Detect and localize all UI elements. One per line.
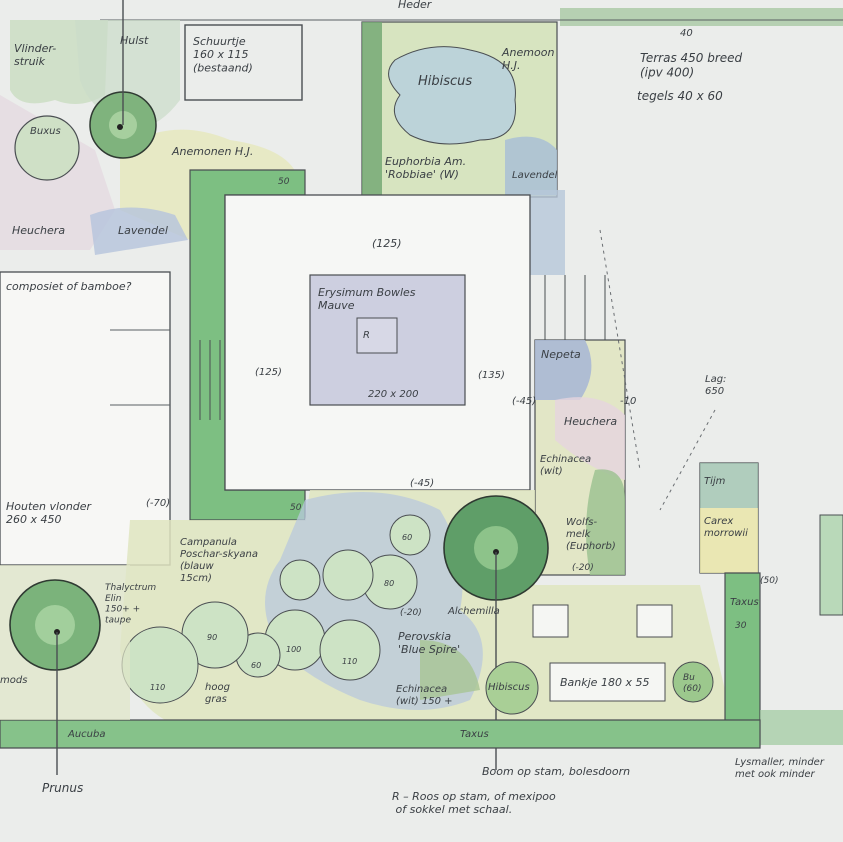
label-110-b: 110 (342, 657, 357, 666)
label-composiet: composiet of bamboe? (6, 280, 132, 293)
label-lavendel-left: Lavendel (118, 224, 168, 237)
label-dim-50-right: (50) (760, 576, 778, 586)
buxus-circle (14, 115, 80, 181)
label-dim-225: 220 x 200 (368, 389, 418, 400)
label-60-top: 60 (402, 533, 412, 542)
label-dim-125-top: (125) (372, 237, 402, 250)
label-lavendel-right: Lavendel (512, 170, 558, 181)
label-echinacea-low: Echinacea(wit) 150 + (396, 684, 453, 707)
label-heuchera-left: Heuchera (12, 224, 65, 237)
top-hedge-strip (560, 8, 843, 26)
label-wolfsmelk: Wolfs-melk(Euphorb) (566, 517, 616, 552)
hibiscus-low (485, 661, 539, 715)
label-dim-125-left: (125) (255, 367, 282, 378)
label-80: 80 (384, 579, 394, 588)
bed-lavendel-left (90, 207, 188, 255)
label-aucuba: Aucuba (67, 729, 106, 740)
wooden-deck (0, 271, 171, 566)
r-marker-box (356, 317, 398, 354)
label-alchemilla: Alchemilla (447, 606, 500, 617)
label-anemonen-left: Anemonen H.J. (171, 145, 253, 158)
buxus-small (672, 661, 714, 703)
steps-left (189, 340, 221, 420)
label-tegels: tegels 40 x 60 (637, 89, 723, 103)
label-perovskia: Perovskia'Blue Spire' (398, 630, 460, 656)
tile-left (532, 604, 569, 638)
label-taxus-bottom: Taxus (460, 729, 489, 740)
label-dim-10: -10 (620, 396, 636, 407)
label-nepeta: Nepeta (541, 348, 581, 361)
label-30: 30 (735, 621, 747, 631)
label-dim-45-b: (-45) (410, 478, 434, 489)
label-90: 90 (207, 633, 217, 642)
tile-right (636, 604, 673, 638)
label-mods: mods (0, 675, 27, 686)
label-bu: Bu(60) (683, 673, 701, 694)
label-vlinderstruik: Vlinder-struik (14, 42, 56, 68)
taxus-hedge-bottom (0, 719, 761, 749)
label-lag: Lag:650 (705, 374, 726, 397)
label-100: 100 (286, 645, 301, 654)
hibiscus-shrub (388, 46, 517, 145)
label-bankje: Bankje 180 x 55 (560, 676, 649, 689)
label-dim-45: (-45) (512, 396, 536, 407)
label-50-b: 50 (290, 503, 302, 513)
label-dim-135: (135) (478, 370, 505, 381)
label-echinacea-wit: Echinacea(wit) (540, 454, 591, 477)
label-boom-op-stam: Boom op stam, bolesdoorn (482, 765, 630, 778)
shed (184, 24, 303, 101)
label-dim-20-a: (-20) (572, 563, 594, 573)
label-hibiscus-low: Hibiscus (488, 682, 530, 693)
label-terras: Terras 450 breed(ipv 400) (640, 51, 743, 79)
label-dim-20-b: (-20) (400, 608, 422, 618)
label-euphorbia: Euphorbia Am.'Robbiae' (W) (385, 155, 466, 181)
label-prunus: Prunus (42, 781, 83, 795)
label-legend-r: R – Roos op stam, of mexipoo of sokkel m… (392, 790, 556, 816)
label-r-marker: R (363, 330, 370, 341)
label-40: 40 (680, 28, 693, 39)
label-tijm: Tijm (704, 476, 726, 487)
label-hulst: Hulst (120, 34, 149, 47)
label-hedge-top: Heder (398, 0, 433, 11)
label-heuchera-right: Heuchera (564, 415, 617, 428)
steps-right (544, 275, 606, 340)
label-dim-70: (-70) (146, 498, 170, 509)
bankje-bench (549, 662, 666, 702)
label-60-b: 60 (251, 661, 261, 670)
label-hibiscus-top: Hibiscus (418, 74, 472, 89)
label-buxus: Buxus (30, 126, 61, 137)
perennial-circles (121, 514, 431, 704)
label-taxus-right: Taxus (730, 597, 759, 608)
label-110-a: 110 (150, 683, 165, 692)
label-50-a: 50 (278, 177, 290, 187)
lavendel-right-bed (505, 136, 557, 195)
